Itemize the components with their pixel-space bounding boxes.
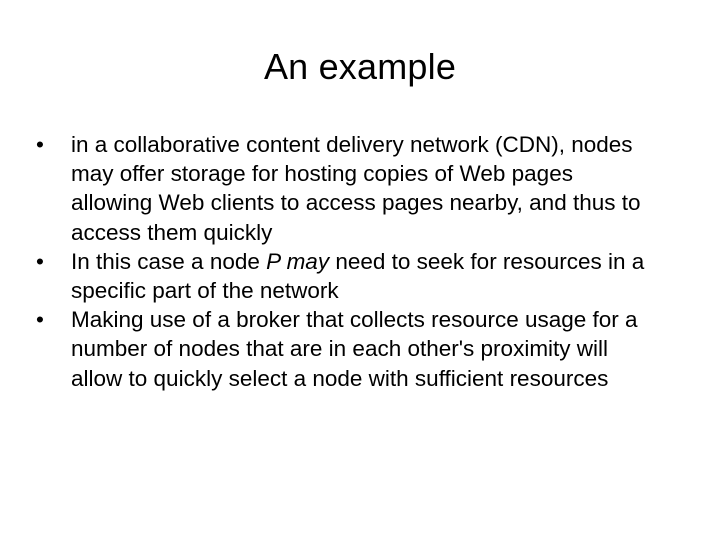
bullet-icon: • — [36, 248, 44, 274]
slide-title: An example — [263, 46, 457, 87]
bullet-item-broker: • Making use of a broker that collects r… — [36, 305, 656, 393]
bullet-icon: • — [36, 132, 44, 157]
bullet-text: in a collaborative content delivery netw… — [71, 132, 641, 245]
bullet-text: Making use of a broker that collects res… — [71, 307, 638, 391]
bullet-text-after: need to seek for resources in a specific… — [71, 248, 645, 304]
bullet-item-cdn: • in a collaborative content delivery ne… — [36, 130, 656, 247]
bullet-text: In this case a node P may need to seek f… — [71, 249, 644, 303]
bullet-text-before: In this case a node — [71, 248, 267, 274]
bullet-icon: • — [36, 307, 44, 333]
bullet-item-node-p: • In this case a node P may need to seek… — [36, 247, 656, 305]
bullet-list: • in a collaborative content delivery ne… — [36, 130, 656, 393]
bullet-text-emphasis: P may — [266, 248, 330, 274]
